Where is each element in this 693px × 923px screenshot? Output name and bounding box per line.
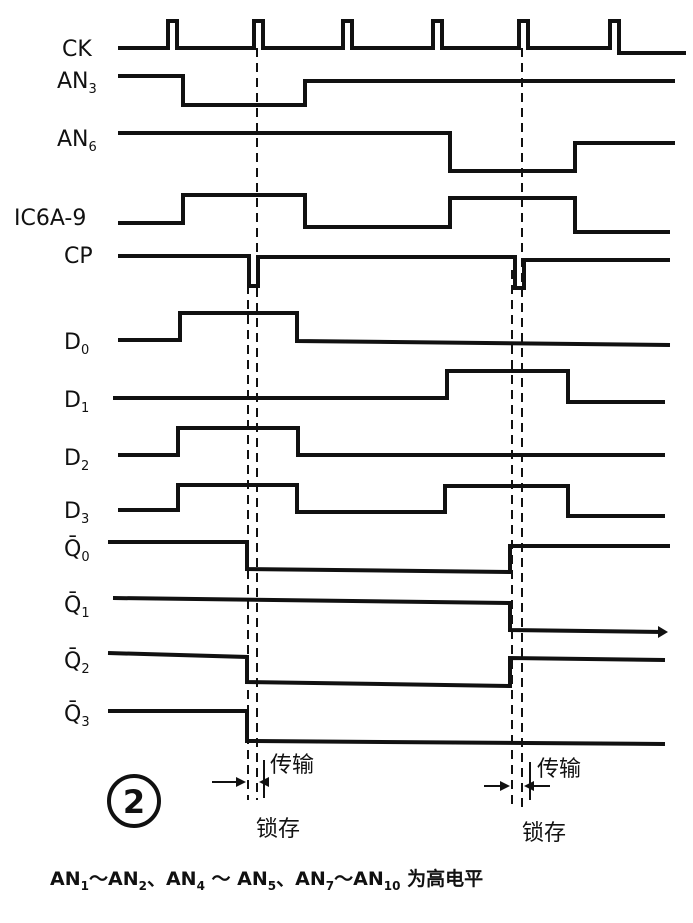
label-ic6a9: IC6A-9: [14, 206, 86, 231]
label-transfer-1: 传输: [270, 753, 314, 778]
label-q2-bar: Q̄2: [64, 648, 90, 677]
figure-number: 2: [107, 774, 161, 828]
label-ck: CK: [62, 37, 92, 62]
label-d1: D1: [64, 388, 89, 416]
label-d3: D3: [64, 499, 89, 527]
wave-q2-bar: [107, 651, 666, 689]
waveforms: [107, 19, 686, 746]
wave-ck: [118, 19, 686, 55]
annotation-group-1: 传输 锁存: [212, 753, 314, 842]
wave-an6: [118, 131, 675, 173]
label-d0: D0: [64, 330, 89, 358]
arrowhead-q1: [658, 626, 668, 638]
label-cp: CP: [64, 244, 93, 269]
annotation-group-2: 传输 锁存: [484, 757, 581, 846]
wave-q1-bar: [112, 596, 664, 634]
dashed-guides: [247, 48, 523, 810]
label-an6: AN6: [57, 127, 97, 155]
wave-cp: [118, 254, 670, 290]
label-q0-bar: Q̄0: [64, 536, 90, 565]
svg-text:2: 2: [123, 783, 145, 821]
label-latch-2: 锁存: [522, 821, 566, 846]
wave-d1: [113, 369, 665, 404]
wave-d2: [118, 426, 665, 457]
wave-q0-bar: [108, 540, 670, 575]
label-transfer-2: 传输: [537, 757, 581, 782]
wave-d3: [118, 483, 665, 518]
label-d2: D2: [64, 446, 89, 474]
label-an3: AN3: [57, 69, 97, 97]
wave-q3-bar: [108, 709, 666, 746]
label-q3-bar: Q̄3: [64, 701, 90, 730]
wave-an3: [118, 74, 675, 107]
signal-labels: CK AN3 AN6 IC6A-9 CP D0 D1 D2 D3 Q̄0 Q̄1…: [14, 37, 97, 730]
wave-d0: [118, 311, 671, 347]
label-latch-1: 锁存: [256, 817, 300, 842]
label-q1-bar: Q̄1: [64, 592, 90, 621]
footnote: AN1～AN2、AN4 ～ AN5、AN7～AN10 为高电平: [50, 867, 483, 893]
wave-ic6a9: [118, 193, 670, 234]
